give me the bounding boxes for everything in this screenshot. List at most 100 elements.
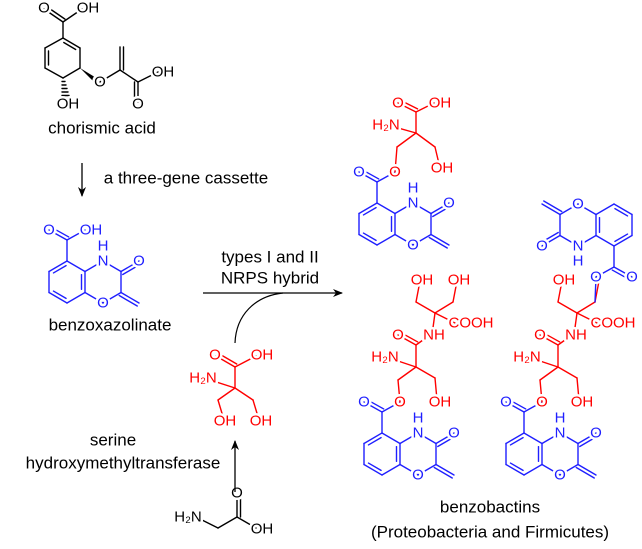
bond — [557, 366, 578, 379]
ring-oxygen: O — [412, 467, 424, 484]
bond — [541, 203, 561, 216]
ester-oxygen: O — [536, 394, 548, 411]
bond — [48, 291, 68, 304]
bond — [430, 233, 450, 246]
bond — [376, 233, 396, 246]
bond — [397, 366, 417, 381]
bond — [539, 379, 543, 403]
double-bond — [539, 231, 559, 244]
step-cassette-label: a three-gene cassette — [104, 169, 268, 188]
atom-label: O — [392, 327, 404, 344]
bond — [577, 463, 597, 476]
double-bond-inner — [362, 206, 377, 216]
lactam-oxygen: O — [590, 425, 602, 442]
carbonyl-oxygen: O — [132, 96, 144, 113]
enzyme-label-line1: serine — [90, 431, 136, 450]
carbonyl-oxygen: O — [358, 394, 370, 411]
bond — [381, 463, 401, 476]
bond — [120, 291, 140, 304]
double-bond-inner — [52, 290, 67, 300]
bond — [376, 202, 396, 215]
double-bond-inner — [509, 436, 524, 446]
bond — [595, 203, 615, 216]
carbonyl-oxygen: O — [43, 222, 55, 239]
bond — [505, 432, 525, 445]
ring-oxygen: O — [407, 237, 419, 254]
atom-label: OH — [214, 413, 237, 430]
bond — [559, 463, 579, 476]
double-bond-inner — [362, 232, 377, 242]
double-bond-inner — [367, 462, 382, 472]
bond — [541, 432, 561, 445]
atom-label: OH — [431, 160, 454, 177]
double-bond — [398, 99, 419, 110]
double-bond — [579, 435, 599, 448]
bond — [363, 401, 383, 413]
ring-oxygen: O — [554, 467, 566, 484]
bond — [452, 280, 458, 303]
bond — [358, 233, 378, 246]
lactam-oxygen: O — [536, 238, 548, 255]
bond — [84, 260, 104, 273]
nh-hydrogen: H — [413, 410, 424, 427]
bond — [397, 102, 417, 113]
double-bond — [543, 200, 563, 213]
atom-label: OH — [411, 272, 434, 289]
wedge-bond — [80, 68, 98, 84]
ring-oxygen: O — [572, 196, 584, 213]
atom-label: O — [209, 347, 221, 364]
bond — [137, 71, 159, 83]
carbonyl-oxygen: O — [626, 269, 638, 286]
nh-hydrogen: H — [573, 253, 584, 270]
atom-label: O — [534, 327, 546, 344]
bond — [44, 37, 64, 49]
double-bond — [217, 352, 238, 365]
bond — [44, 67, 64, 79]
bond — [234, 387, 254, 401]
double-bond — [428, 236, 448, 249]
bond — [415, 132, 436, 148]
bond — [559, 203, 579, 216]
nrps-label-line2: NRPS hybrid — [221, 269, 319, 288]
oxygen: O — [38, 0, 50, 17]
bond — [412, 233, 432, 246]
bond — [48, 260, 68, 273]
amide-nh: NH — [423, 327, 445, 344]
benzoxazolinate-label: benzoxazolinate — [49, 316, 172, 335]
double-bond — [398, 331, 419, 343]
bond — [215, 355, 236, 368]
bond — [430, 202, 450, 215]
ring-oxygen: O — [97, 295, 109, 312]
amine: H₂N — [371, 349, 399, 366]
chorismic-acid-label: chorismic acid — [48, 119, 156, 138]
bond — [431, 312, 436, 336]
bond — [577, 203, 597, 216]
bond — [396, 132, 417, 148]
bond — [613, 266, 633, 278]
double-bond-inner — [367, 436, 382, 446]
bond — [66, 229, 86, 241]
bond — [559, 432, 579, 445]
bond — [434, 146, 441, 169]
atom-label: OH — [429, 95, 452, 112]
nitrogen: N — [98, 253, 109, 270]
carbonyl-oxygen: O — [353, 164, 365, 181]
bond — [397, 334, 417, 346]
bond — [119, 69, 139, 83]
bond — [399, 463, 419, 476]
bond — [557, 280, 563, 303]
atom-label: OH — [250, 413, 273, 430]
double-bond — [540, 331, 561, 343]
bond — [417, 463, 437, 476]
atom-label: OH — [429, 394, 452, 411]
bond — [541, 463, 561, 476]
bond — [505, 463, 525, 476]
amine: H₂N — [372, 117, 400, 134]
bond — [412, 202, 432, 215]
bond — [415, 102, 435, 113]
ester-oxygen: OH — [80, 222, 103, 239]
bond — [576, 377, 580, 401]
bond — [195, 516, 219, 529]
bond — [559, 234, 579, 247]
